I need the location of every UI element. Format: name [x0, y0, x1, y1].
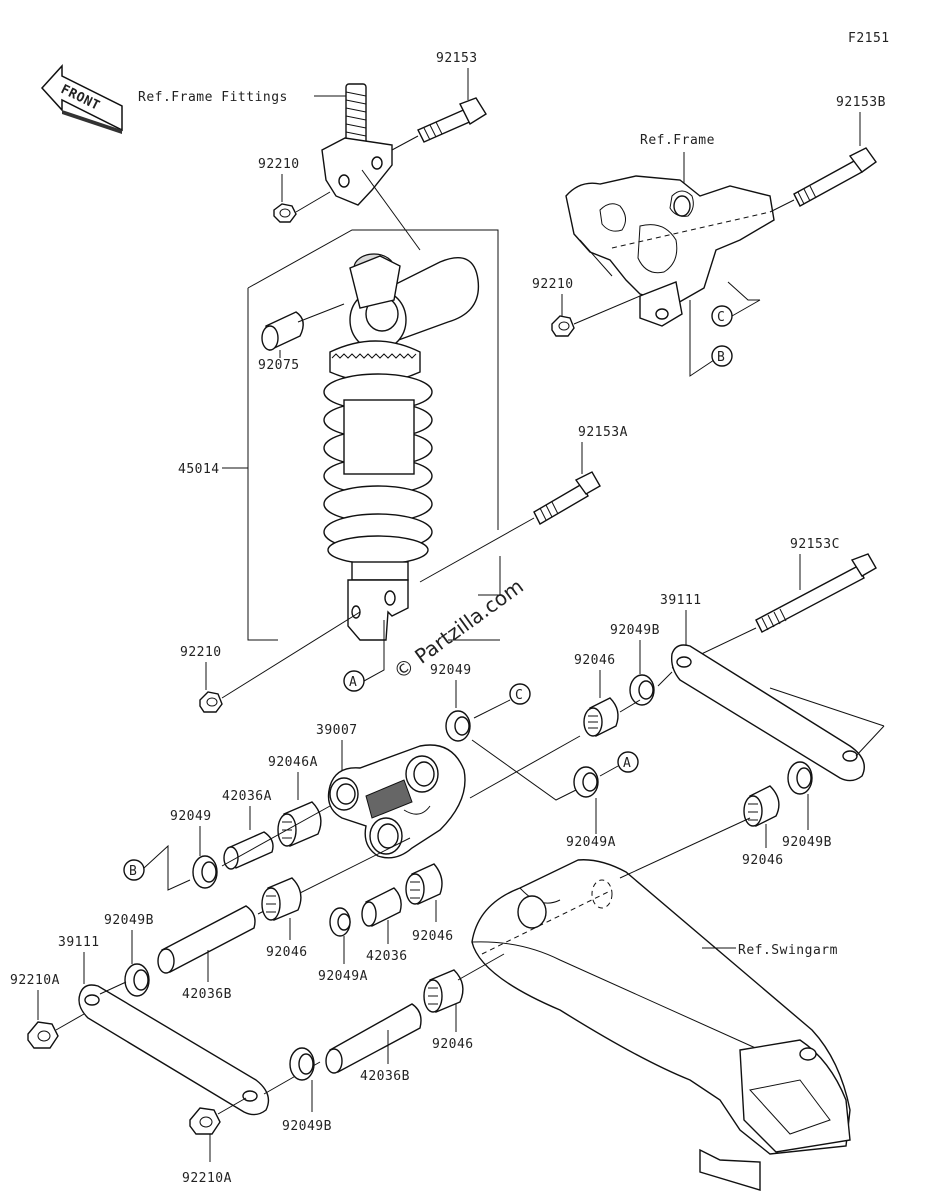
- part-label-42036a: 42036A: [222, 789, 272, 804]
- seal-92049-c: [445, 710, 471, 742]
- collar-42036a: [223, 831, 274, 870]
- part-label-92210a-low: 92210A: [182, 1171, 232, 1186]
- bearing-92046-top: [583, 697, 619, 738]
- part-label-92046a: 92046A: [268, 755, 318, 770]
- ref-swingarm-label: Ref.Swingarm: [738, 943, 838, 958]
- callout-a-link-label: A: [623, 756, 631, 771]
- seal-92049a-upper: [573, 766, 599, 798]
- bolt-92153b: [793, 147, 877, 207]
- callout-a-link: [617, 751, 639, 773]
- shock-absorber-45014: [323, 253, 480, 641]
- diagram-code: F2151: [848, 31, 890, 46]
- callout-b-link-label: B: [129, 864, 137, 879]
- tie-rod-39111-left: [78, 984, 270, 1116]
- callout-b-link: [123, 859, 145, 881]
- part-label-92049b-top: 92049B: [610, 623, 660, 638]
- part-label-92046-mid: 92046: [266, 945, 308, 960]
- link-39007: [327, 744, 466, 859]
- callout-c-link-label: C: [515, 688, 523, 703]
- part-label-92210-top: 92210: [258, 157, 300, 172]
- collar-42036b-left: [157, 905, 256, 974]
- nut-92210a-left: [27, 1021, 59, 1049]
- callout-b-frame-label: B: [717, 350, 725, 365]
- callout-c-frame-label: C: [717, 310, 725, 325]
- part-label-92049b-left: 92049B: [104, 913, 154, 928]
- part-label-45014: 45014: [178, 462, 220, 477]
- part-label-92049-b: 92049: [170, 809, 212, 824]
- part-label-92210-frame: 92210: [532, 277, 574, 292]
- seal-92049a-lower: [329, 907, 351, 937]
- bearing-92046-low: [423, 969, 464, 1013]
- part-label-92049b-right: 92049B: [782, 835, 832, 850]
- part-label-39007: 39007: [316, 723, 358, 738]
- frame-section: [565, 175, 775, 327]
- collar-42036b-low: [325, 1003, 422, 1074]
- part-label-92049-c: 92049: [430, 663, 472, 678]
- ref-frame-fittings-label: Ref.Frame Fittings: [138, 90, 288, 105]
- front-arrow-icon: FRONT: [40, 64, 123, 134]
- nut-92210-bottom: [199, 691, 223, 713]
- seal-92049b-left: [124, 963, 150, 997]
- bolt-92153: [417, 97, 487, 143]
- bearing-92046-right: [743, 785, 780, 828]
- part-label-92153c: 92153C: [790, 537, 840, 552]
- seal-92049b-top: [629, 674, 655, 706]
- bolt-92153c: [755, 553, 877, 633]
- part-label-92153: 92153: [436, 51, 478, 66]
- collar-42036: [361, 887, 402, 928]
- part-label-39111-right: 39111: [660, 593, 702, 608]
- part-label-42036b-left: 42036B: [182, 987, 232, 1002]
- part-label-92046-low: 92046: [432, 1037, 474, 1052]
- seal-92049b-low: [289, 1047, 315, 1081]
- part-label-92049a-lower: 92049A: [318, 969, 368, 984]
- nut-92210-frame: [551, 315, 575, 337]
- tie-rod-39111-right: [670, 644, 865, 782]
- part-label-42036: 42036: [366, 949, 408, 964]
- seal-92049-b: [192, 855, 218, 889]
- frame-fitting-bracket: [321, 83, 393, 206]
- ref-frame-label: Ref.Frame: [640, 133, 715, 148]
- part-label-92046-right: 92046: [742, 853, 784, 868]
- part-label-92210a-left: 92210A: [10, 973, 60, 988]
- part-label-92210-bottom: 92210: [180, 645, 222, 660]
- part-label-39111-left: 39111: [58, 935, 100, 950]
- bearing-92046-mid2: [405, 863, 443, 906]
- part-label-42036b-low: 42036B: [360, 1069, 410, 1084]
- nut-92210a-low: [189, 1107, 221, 1135]
- bearing-92046a: [277, 801, 322, 847]
- swingarm-section: [471, 859, 851, 1191]
- part-label-92046-top: 92046: [574, 653, 616, 668]
- part-label-92153a: 92153A: [578, 425, 628, 440]
- bushing-92075: [261, 311, 304, 352]
- callout-c-link: [509, 683, 531, 705]
- callout-b-frame: [711, 345, 733, 367]
- part-label-92153b: 92153B: [836, 95, 886, 110]
- part-label-92046-mid2: 92046: [412, 929, 454, 944]
- seal-92049b-right: [787, 761, 813, 795]
- part-label-92049a-upper: 92049A: [566, 835, 616, 850]
- nut-92210-top: [273, 203, 297, 223]
- bolt-92153a: [533, 471, 601, 525]
- callout-a-shock-label: A: [349, 675, 357, 690]
- part-label-92075: 92075: [258, 358, 300, 373]
- bracket-45014: [247, 229, 501, 641]
- bearing-92046-mid: [261, 877, 302, 921]
- part-label-92049b-low: 92049B: [282, 1119, 332, 1134]
